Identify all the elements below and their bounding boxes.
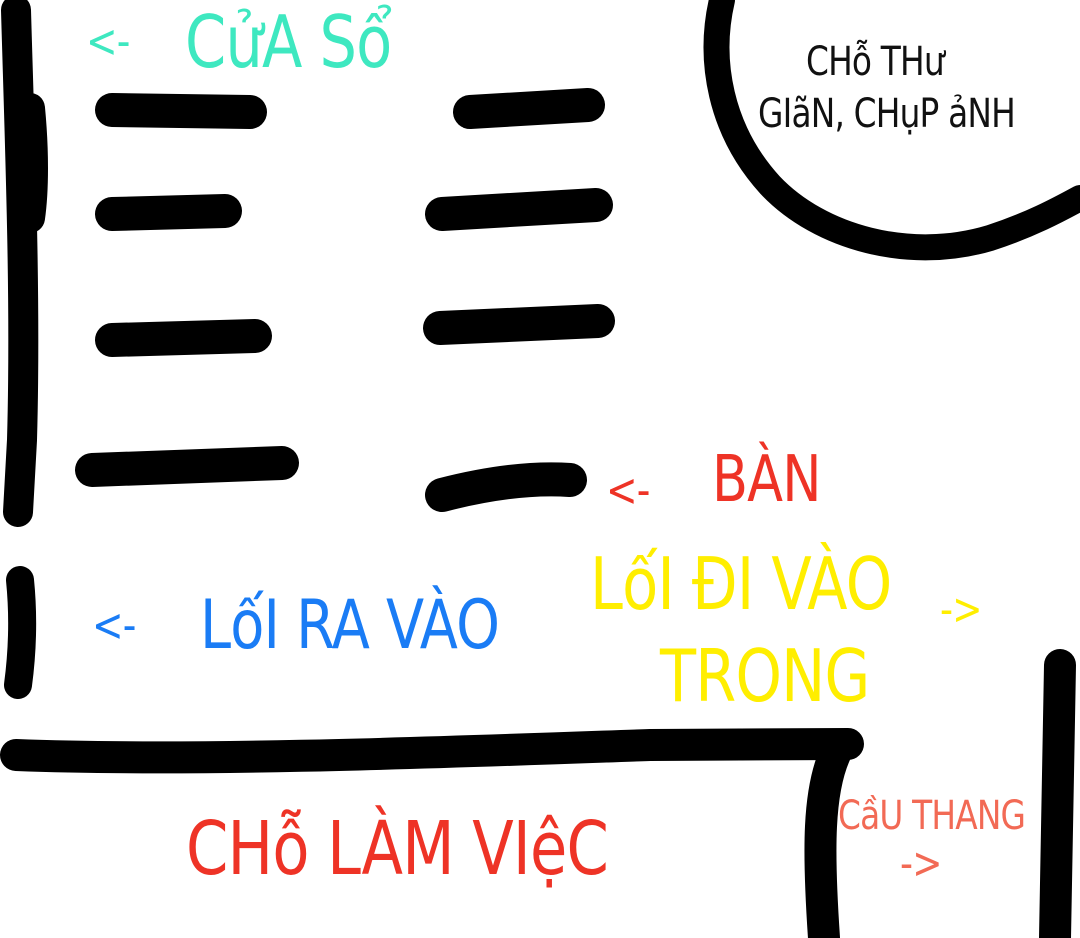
work-area-label: CHỗ LÀM VIệC [186, 806, 609, 892]
work-area-side-wall-stroke [804, 736, 852, 938]
stairs-arrow: -> [900, 838, 942, 889]
relax-area-label-line1: CHỗ THư [806, 39, 945, 85]
stairs-wall-stroke [1039, 649, 1076, 938]
entrance-arrow: <- [92, 598, 136, 652]
table-arrow: <- [606, 463, 650, 517]
left-wall-lower-stroke [4, 566, 37, 699]
table-stroke [453, 88, 605, 129]
window-label: CửA Sổ [185, 0, 392, 84]
window-arrow: <- [86, 14, 130, 68]
inside-path-label-line1: LốI ĐI VÀO [590, 542, 892, 626]
left-wall-thick-stroke [15, 93, 48, 233]
work-area-wall-stroke [0, 728, 864, 774]
relax-area-label-line2: GIãN, CHụP ảNH [758, 91, 1016, 137]
stairs-label: CầU THANG [838, 793, 1026, 839]
table-stroke [95, 319, 272, 357]
relax-circle-stroke [703, 0, 1080, 261]
table-stroke [425, 188, 613, 231]
table-label: BÀN [712, 443, 822, 517]
table-stroke [95, 93, 267, 129]
table-stroke [423, 304, 615, 345]
table-stroke [95, 194, 242, 231]
inside-path-label-line2: TRONG [660, 634, 870, 718]
entrance-label: LốI RA VÀO [200, 586, 500, 665]
table-stroke [75, 446, 299, 487]
left-wall-stroke [1, 0, 39, 527]
table-stroke [425, 462, 587, 512]
inside-path-arrow: -> [940, 584, 982, 635]
